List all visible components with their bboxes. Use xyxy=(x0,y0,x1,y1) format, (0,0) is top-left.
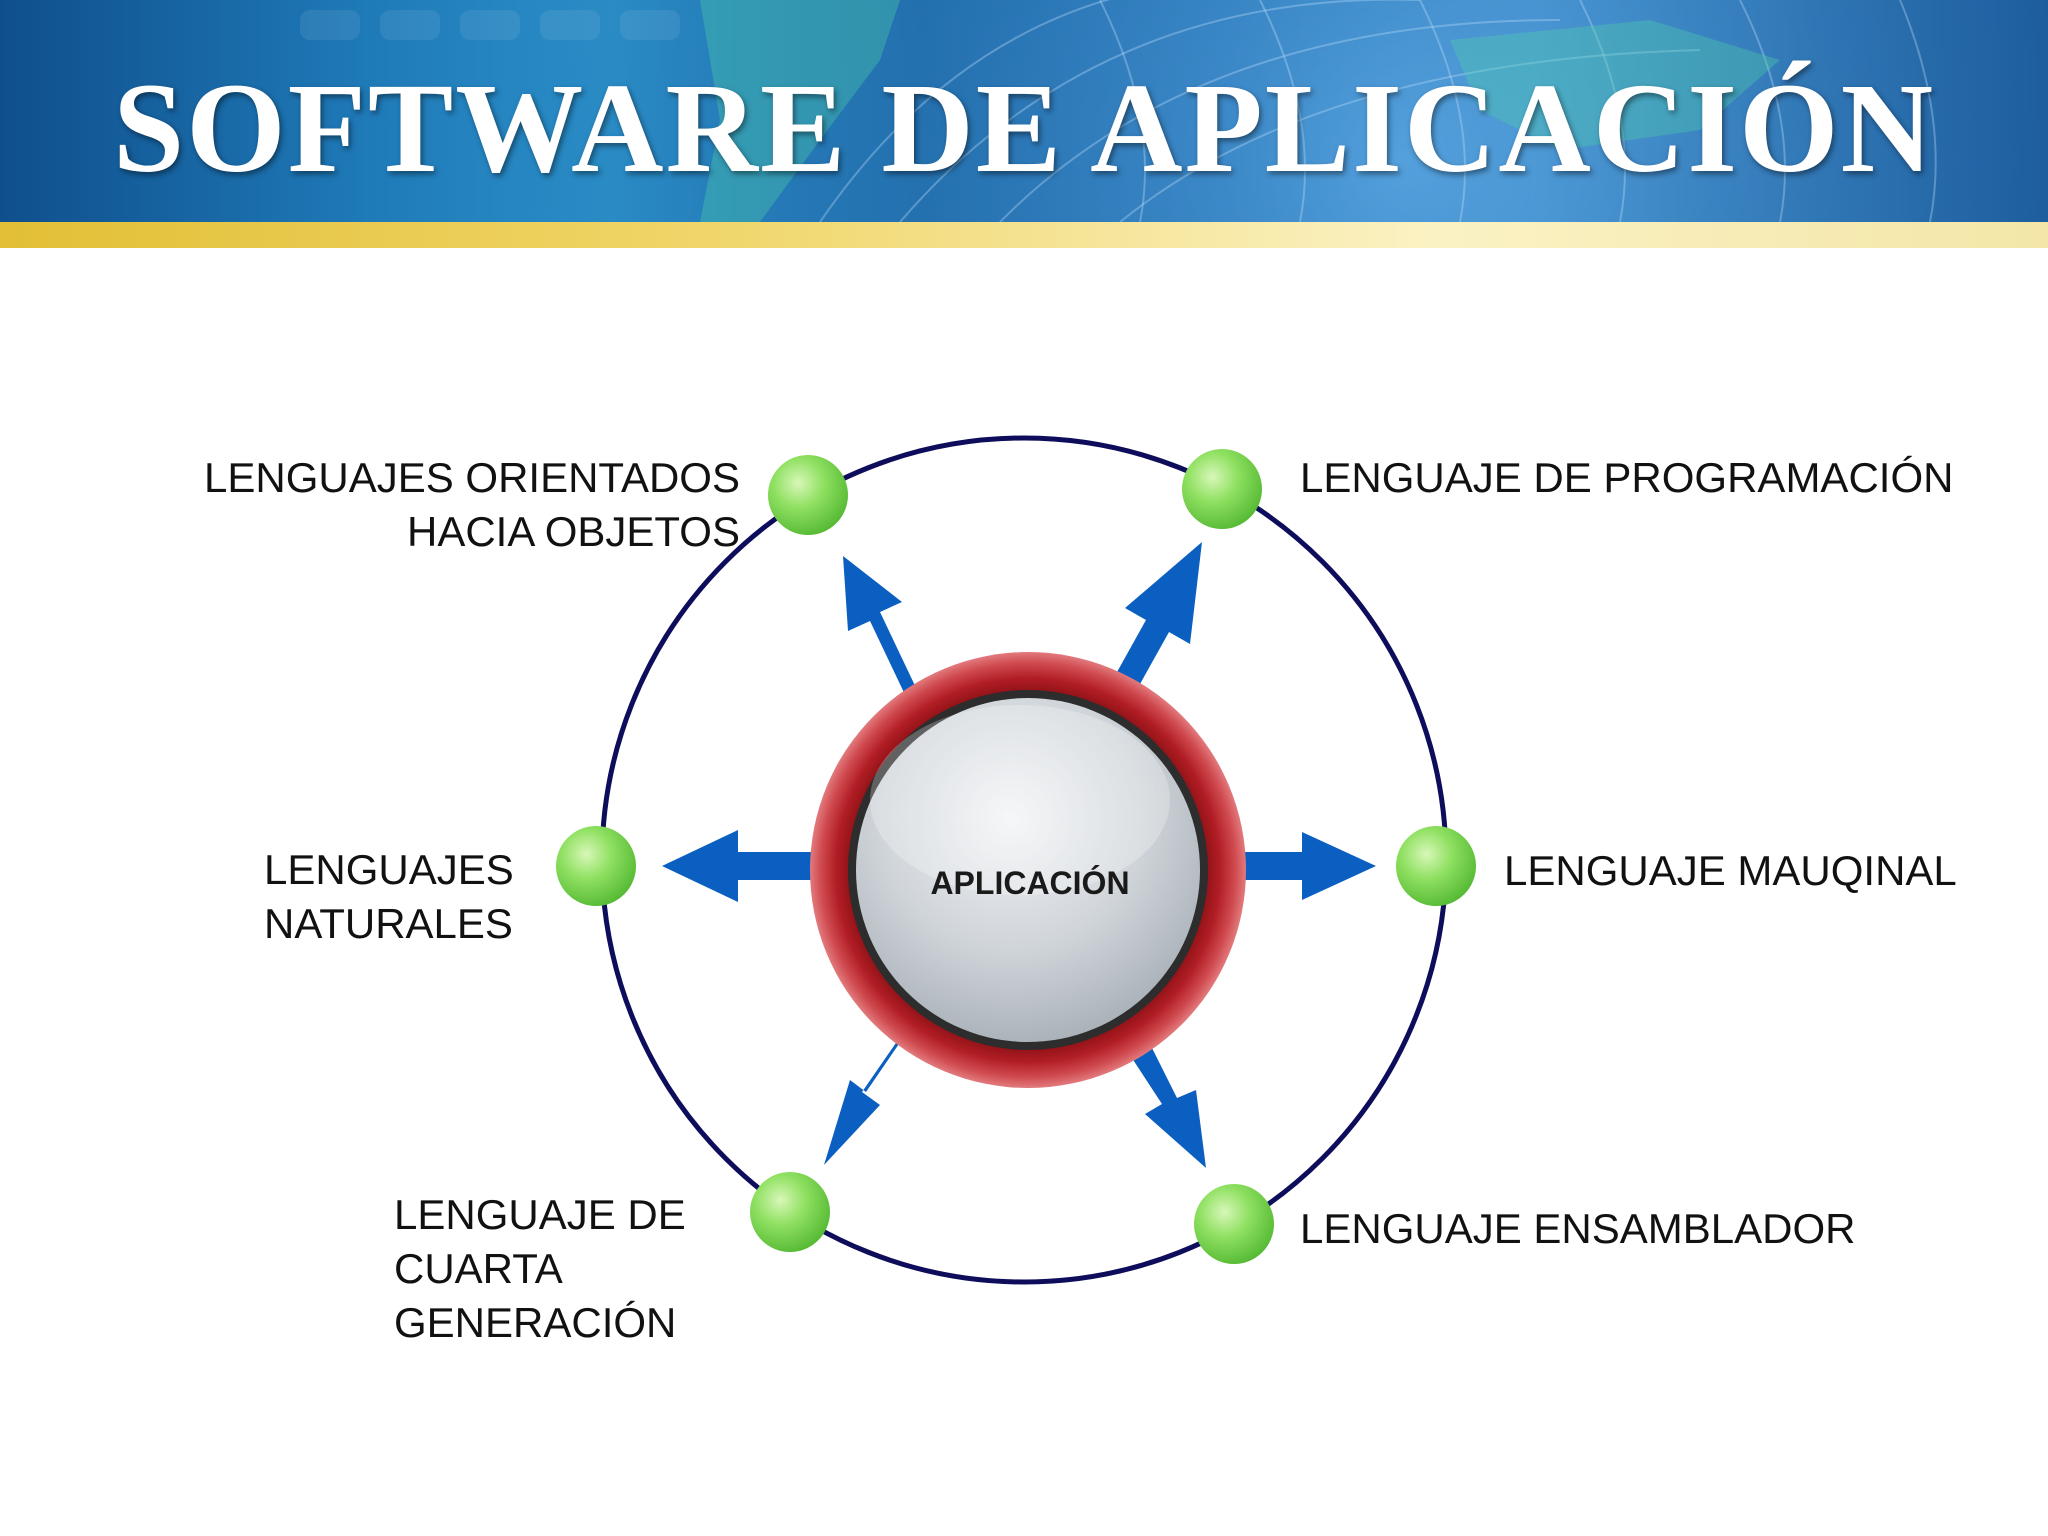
node-bottom-left xyxy=(750,1172,830,1252)
label-mid-left: LENGUAJES NATURALES xyxy=(264,843,514,951)
slide-title: SOFTWARE DE APLICACIÓN xyxy=(112,57,1936,199)
node-top-right xyxy=(1182,449,1262,529)
arrow-bottom-left xyxy=(824,1038,903,1165)
globe-background xyxy=(0,0,2048,222)
node-mid-left xyxy=(556,826,636,906)
label-bottom-left-line-1: LENGUAJE DE xyxy=(394,1191,686,1238)
label-top-left: LENGUAJES ORIENTADOS HACIA OBJETOS xyxy=(100,451,740,559)
label-top-right-line-1: LENGUAJE DE PROGRAMACIÓN xyxy=(1300,454,1954,501)
label-bottom-right: LENGUAJE ENSAMBLADOR xyxy=(1300,1202,1855,1256)
label-bottom-left-line-2: CUARTA xyxy=(394,1245,563,1292)
arrows xyxy=(662,542,1376,1168)
arrow-mid-left xyxy=(662,830,812,902)
arrow-top-right xyxy=(1107,542,1202,702)
label-top-left-line-2: HACIA OBJETOS xyxy=(407,508,740,555)
label-mid-right: LENGUAJE MAUQINAL xyxy=(1504,844,1957,898)
label-top-right: LENGUAJE DE PROGRAMACIÓN xyxy=(1300,451,1953,505)
node-bottom-right xyxy=(1194,1184,1274,1264)
center-label: APLICACIÓN xyxy=(930,865,1130,901)
arrow-mid-right xyxy=(1244,832,1376,900)
node-top-left xyxy=(768,455,848,535)
title-banner: SOFTWARE DE APLICACIÓN xyxy=(0,0,2048,222)
label-mid-left-line-1: LENGUAJES xyxy=(264,846,514,893)
label-mid-left-line-2: NATURALES xyxy=(264,900,513,947)
label-bottom-left-line-3: GENERACIÓN xyxy=(394,1299,677,1346)
label-bottom-right-line-1: LENGUAJE ENSAMBLADOR xyxy=(1300,1205,1856,1252)
arrow-top-left xyxy=(843,556,918,701)
label-top-left-line-1: LENGUAJES ORIENTADOS xyxy=(204,454,740,501)
gold-divider xyxy=(0,222,2048,248)
label-mid-right-line-1: LENGUAJE MAUQINAL xyxy=(1504,847,1957,894)
nodes xyxy=(556,449,1476,1264)
central-hub xyxy=(810,652,1246,1088)
label-bottom-left: LENGUAJE DE CUARTA GENERACIÓN xyxy=(394,1188,686,1350)
arrow-bottom-right xyxy=(1128,1040,1206,1168)
node-mid-right xyxy=(1396,826,1476,906)
